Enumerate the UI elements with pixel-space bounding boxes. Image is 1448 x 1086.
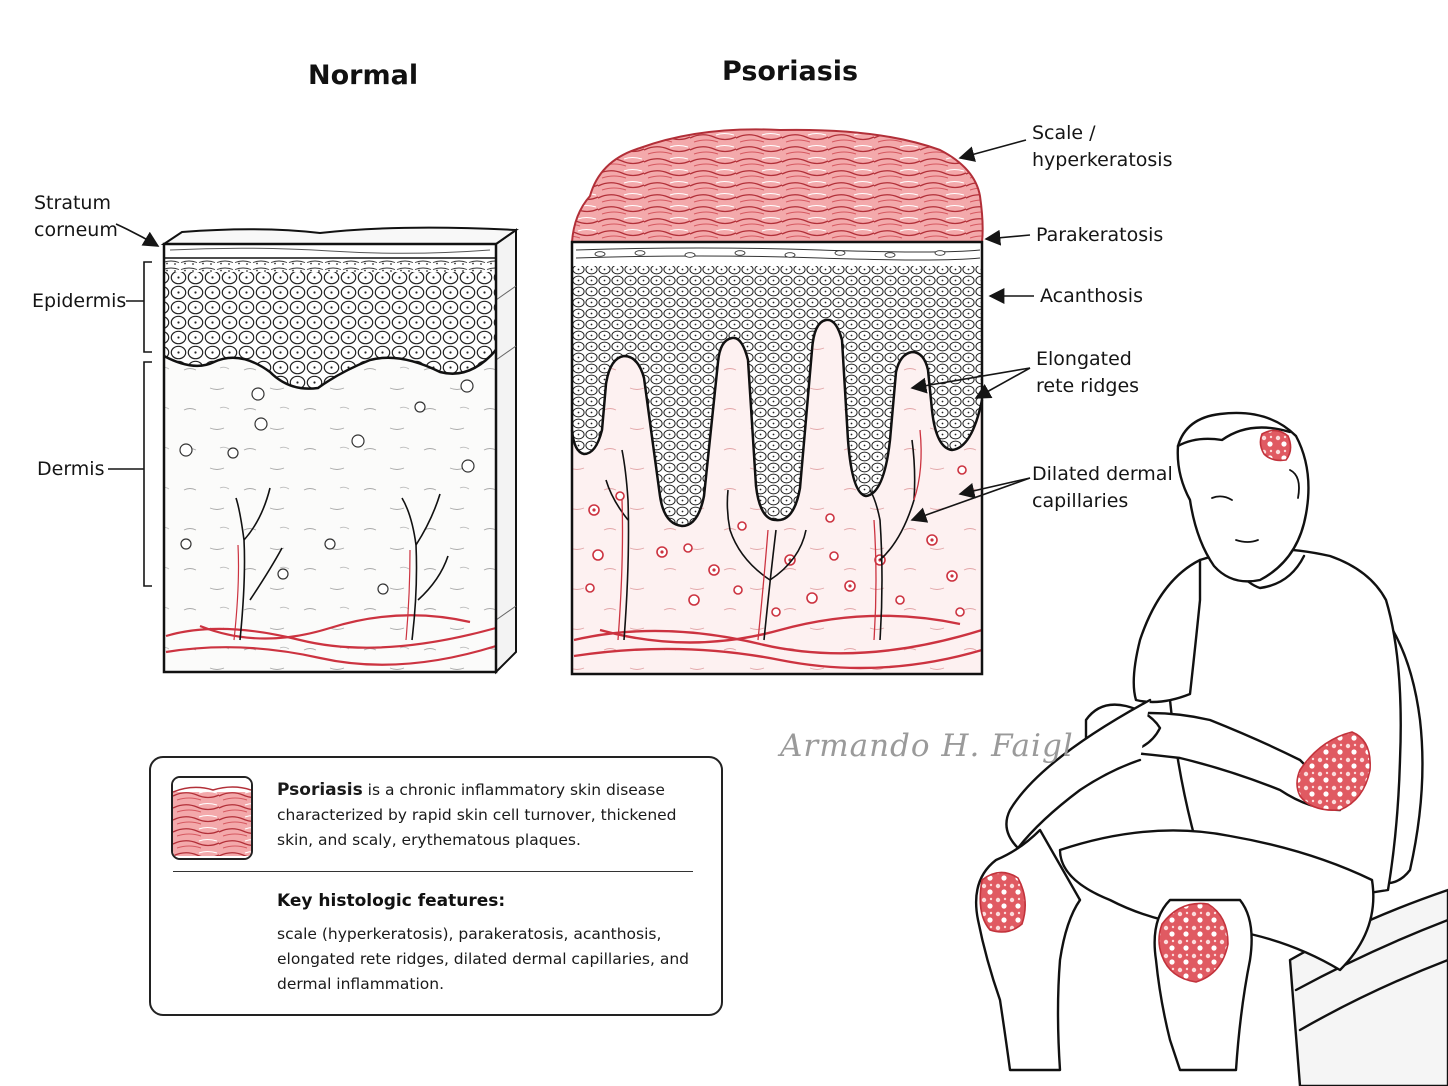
stratum-corneum-label: Stratum corneum	[34, 192, 118, 241]
scale-thumbnail-icon	[171, 776, 253, 860]
psoriasis-definition: Psoriasis is a chronic inflammatory skin…	[277, 778, 697, 853]
key-features-heading: Key histologic features:	[277, 891, 506, 911]
dermis-label: Dermis	[37, 458, 105, 480]
psoriasis-definition-text: is a chronic inflammatory skin disease c…	[277, 781, 677, 849]
dilated-dermal-capillaries-label: Dilated dermal capillaries	[1032, 463, 1173, 512]
scale-hyperkeratosis-label: Scale / hyperkeratosis	[1032, 122, 1173, 171]
left-label-leaders	[108, 223, 160, 587]
psoriasis-term: Psoriasis	[277, 780, 363, 800]
right-label-arrows	[910, 139, 1034, 523]
info-box: Psoriasis is a chronic inflammatory skin…	[149, 756, 723, 1016]
normal-skin-block	[160, 226, 519, 675]
psoriasis-skin-block	[570, 128, 984, 676]
key-features-text: scale (hyperkeratosis), parakeratosis, a…	[277, 925, 690, 993]
normal-title: Normal	[308, 60, 419, 91]
elongated-rete-ridges-label: Elongated rete ridges	[1036, 348, 1140, 397]
epidermis-label: Epidermis	[32, 290, 127, 312]
info-divider	[173, 871, 693, 872]
acanthosis-label: Acanthosis	[1040, 285, 1143, 307]
parakeratosis-label: Parakeratosis	[1036, 224, 1164, 246]
artist-signature: Armando H. Faigl	[780, 728, 1074, 764]
psoriasis-plaques	[979, 429, 1371, 983]
psoriasis-title: Psoriasis	[722, 56, 859, 87]
